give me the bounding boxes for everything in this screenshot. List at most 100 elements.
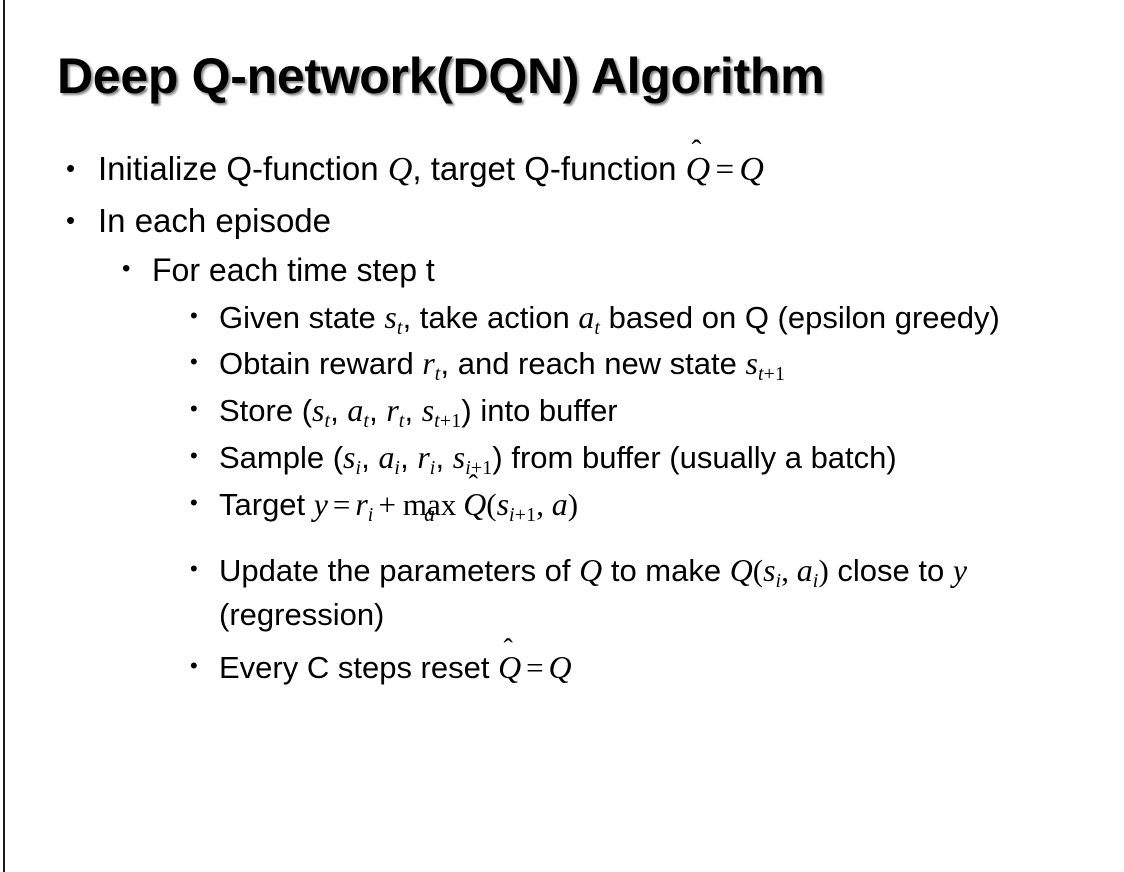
math-sub-i: i <box>355 456 362 479</box>
bullet-marker-icon: • <box>66 153 76 183</box>
math-s: s <box>384 299 397 335</box>
sub-index: i <box>465 456 471 479</box>
text-run: , take action <box>402 299 579 335</box>
sub-offset: +1 <box>763 363 786 386</box>
math-r: r <box>417 439 430 475</box>
bullet-update-parameters: • Update the parameters of Q to make Q(s… <box>0 550 1124 635</box>
math-a: a <box>578 299 595 335</box>
math-paren-open: ( <box>752 553 764 589</box>
bullet-marker-icon: • <box>190 653 198 679</box>
sub-index: t <box>757 363 764 386</box>
text-run: , <box>400 439 418 475</box>
math-paren-close: ) <box>567 486 579 522</box>
text-run: , <box>361 439 379 475</box>
math-s: s <box>421 393 435 429</box>
math-y: y <box>952 553 968 589</box>
math-comma: , <box>781 553 797 589</box>
text-run: based on Q (epsilon greedy) <box>600 299 1000 335</box>
max-label: max <box>402 486 457 522</box>
text-run: Obtain reward <box>219 346 423 382</box>
math-s: s <box>312 393 325 429</box>
math-comma: , <box>536 486 552 522</box>
math-equals: = <box>332 486 351 522</box>
math-sub-t: t <box>363 410 370 433</box>
text-run: , and reach new state <box>440 346 746 382</box>
bullet-sample-buffer-text: Sample (si, ai, ri, si+1) from buffer (u… <box>219 437 1106 482</box>
math-equals: = <box>715 152 735 188</box>
bullet-for-each-time-step: • For each time step t <box>0 250 1124 291</box>
slide-body: • Initialize Q-function Q , target Q-func… <box>0 134 1124 691</box>
sub-index: t <box>434 410 440 433</box>
bullet-store-buffer: • Store (st, at, rt, st+1) into buffer <box>0 390 1124 435</box>
text-run: , <box>404 393 422 429</box>
bullet-update-parameters-text: Update the parameters of Q to make Q(si,… <box>219 550 1106 635</box>
math-paren-close: ) <box>818 553 829 589</box>
math-s: s <box>763 553 776 589</box>
text-run: , <box>330 393 348 429</box>
math-sub-i-plus-1: i+1 <box>509 504 536 526</box>
bullet-marker-icon: • <box>66 204 76 235</box>
bullet-marker-icon: • <box>190 442 198 468</box>
math-sub-i: i <box>367 503 374 526</box>
text-run: Sample ( <box>219 439 344 475</box>
text-run: to make <box>602 553 730 589</box>
math-r: r <box>422 346 435 382</box>
bullet-in-each-episode-text: In each episode <box>98 201 332 239</box>
text-run: Every C steps reset <box>219 650 499 686</box>
bullet-obtain-reward-text: Obtain reward rt, and reach new state st… <box>219 343 1106 388</box>
text-run: Initialize Q-function <box>98 150 388 187</box>
sub-offset: +1 <box>470 456 493 479</box>
math-sub-i: i <box>775 570 782 593</box>
text-run: Store ( <box>219 393 313 429</box>
math-Q: Q <box>463 486 487 522</box>
bullet-marker-icon: • <box>190 556 198 582</box>
math-s: s <box>745 346 758 382</box>
math-s: s <box>343 439 356 475</box>
math-plus: + <box>378 486 396 522</box>
math-sub-t-plus-1: t+1 <box>434 410 461 432</box>
bullet-initialize: • Initialize Q-function Q , target Q-func… <box>0 134 1124 192</box>
math-a: a <box>551 486 568 522</box>
math-Q: Q <box>498 650 522 686</box>
sub-offset: +1 <box>514 503 537 526</box>
text-run: Given state <box>219 299 385 335</box>
math-Q: Q <box>579 553 603 589</box>
max-limit-a: a <box>424 501 435 526</box>
bullet-given-state-text: Given state st, take action at based on … <box>219 297 1106 342</box>
math-Q: Q <box>548 650 572 686</box>
math-paren-open: ( <box>486 486 497 522</box>
bullet-marker-icon: • <box>190 396 198 422</box>
sub-index: i <box>509 503 515 526</box>
math-y: y <box>313 486 328 522</box>
text-run: close to <box>828 553 953 589</box>
math-Q: Q <box>739 151 764 188</box>
math-r: r <box>355 486 368 522</box>
math-Q: Q <box>729 553 753 589</box>
math-a: a <box>378 439 395 475</box>
math-sub-t: t <box>434 363 441 386</box>
math-r: r <box>386 393 399 429</box>
bullet-for-each-time-step-text: For each time step t <box>152 251 435 288</box>
page-title: Deep Q-network(DQN) Algorithm <box>57 48 825 104</box>
math-sub-t: t <box>324 410 331 433</box>
math-sub-i: i <box>429 456 436 479</box>
math-a: a <box>796 553 813 589</box>
math-s: s <box>452 439 466 475</box>
math-sub-t: t <box>396 316 403 339</box>
bullet-marker-icon: • <box>190 489 198 515</box>
bullet-given-state: • Given state st, take action at based o… <box>0 297 1124 342</box>
math-sub-t: t <box>594 316 601 339</box>
math-sub-i-plus-1: i+1 <box>465 457 492 479</box>
math-equals: = <box>526 650 544 686</box>
hat-accent-icon: ˆ <box>691 134 702 168</box>
text-run: , target Q-function <box>412 150 686 187</box>
math-sub-t-plus-1: t+1 <box>758 363 785 385</box>
text-run: (regression) <box>219 597 385 633</box>
